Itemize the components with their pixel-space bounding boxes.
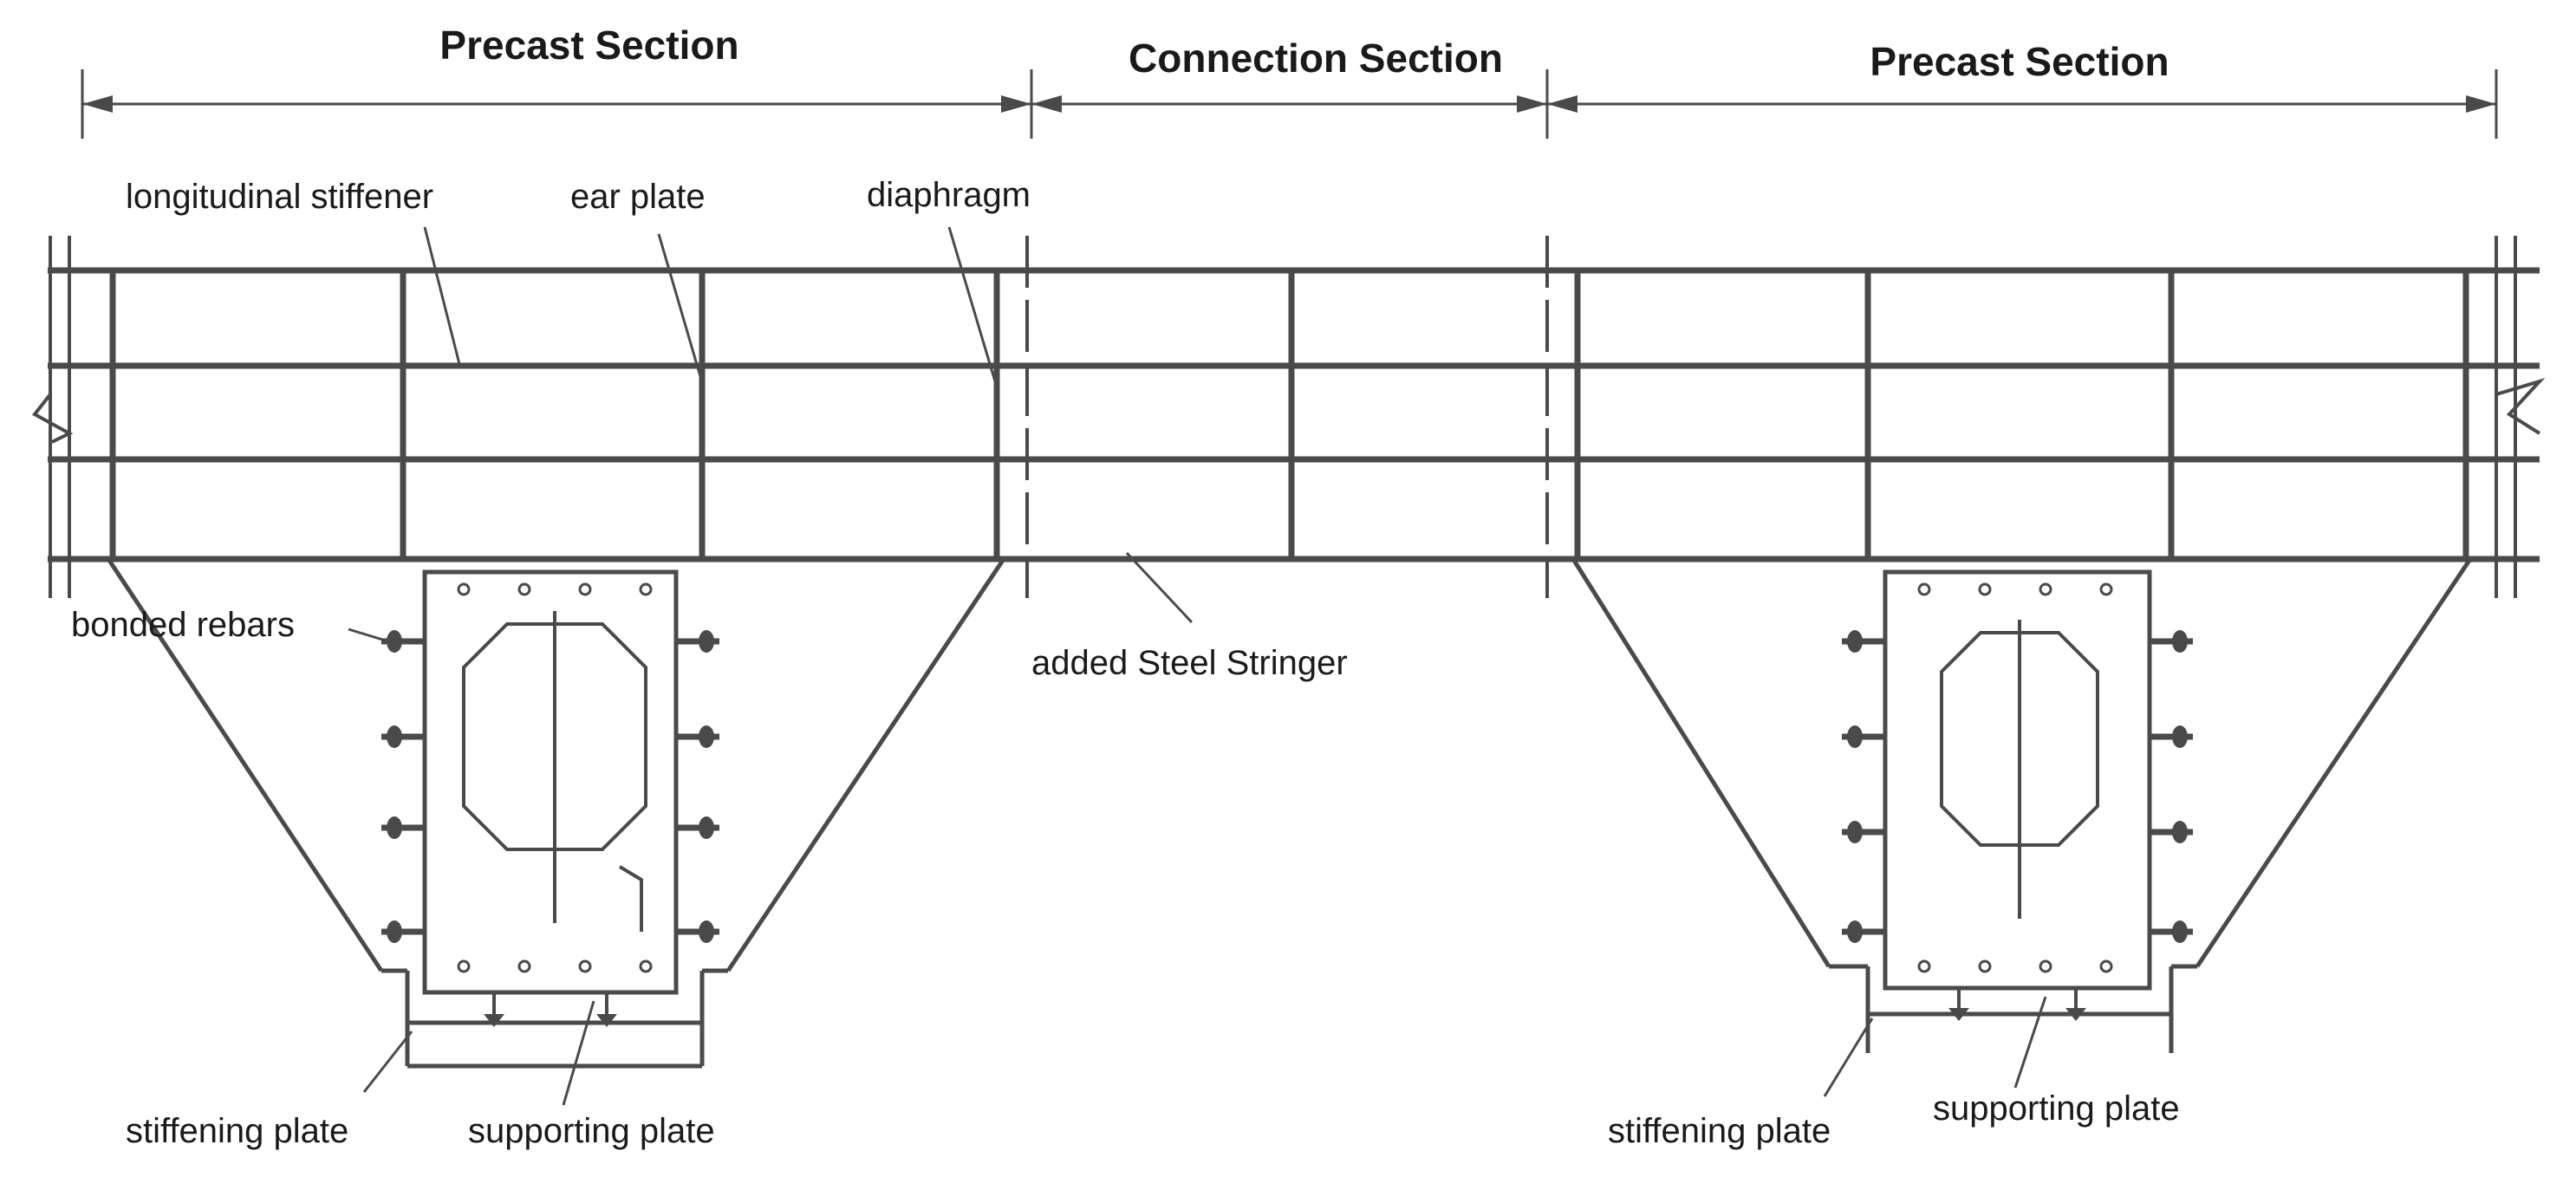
left-support-haunch [106,557,1006,973]
right-support-haunch [1571,557,2473,969]
precast-section-title-left: Precast Section [439,23,738,68]
right-rebars [1842,638,2193,935]
precast-section-title-right: Precast Section [1870,39,2169,84]
right-bearing-octagon [1940,620,2099,919]
label-stiffening-plate-left: stiffening plate [126,1112,348,1150]
left-stiffening-plate [405,971,705,1069]
girder-break-left [31,236,74,598]
dimension-arrowheads [82,95,2496,113]
diaphragms [109,270,2469,559]
connection-joints [1025,236,1549,598]
right-stiffening-plate [1865,966,2174,1053]
label-ear-plate: ear plate [570,178,706,216]
left-rebar-anchors [387,630,714,943]
label-stiffening-plate-right: stiffening plate [1608,1112,1831,1150]
left-supporting-bolt-heads [484,1014,617,1027]
label-bonded-rebars: bonded rebars [71,606,295,644]
dimension-lines [81,69,2498,139]
leader-lines [348,226,2047,1106]
right-rebar-anchors [1847,630,2188,943]
label-supporting-plate-right: supporting plate [1933,1089,2180,1128]
label-supporting-plate-left: supporting plate [468,1112,715,1150]
connection-section-title: Connection Section [1129,36,1503,81]
label-added-steel-stringer: added Steel Stringer [1031,644,1348,682]
right-supporting-bolt-heads [1948,1008,2086,1021]
left-bolt-holes [457,582,653,973]
label-diaphragm: diaphragm [867,176,1031,214]
left-bearing-octagon [462,611,647,932]
girder-break-right [2495,236,2546,598]
label-longitudinal-stiffener: longitudinal stiffener [126,178,433,216]
left-rebars [381,638,719,935]
right-bolt-holes [1917,582,2113,973]
right-supporting-bolts [1957,988,2078,1012]
